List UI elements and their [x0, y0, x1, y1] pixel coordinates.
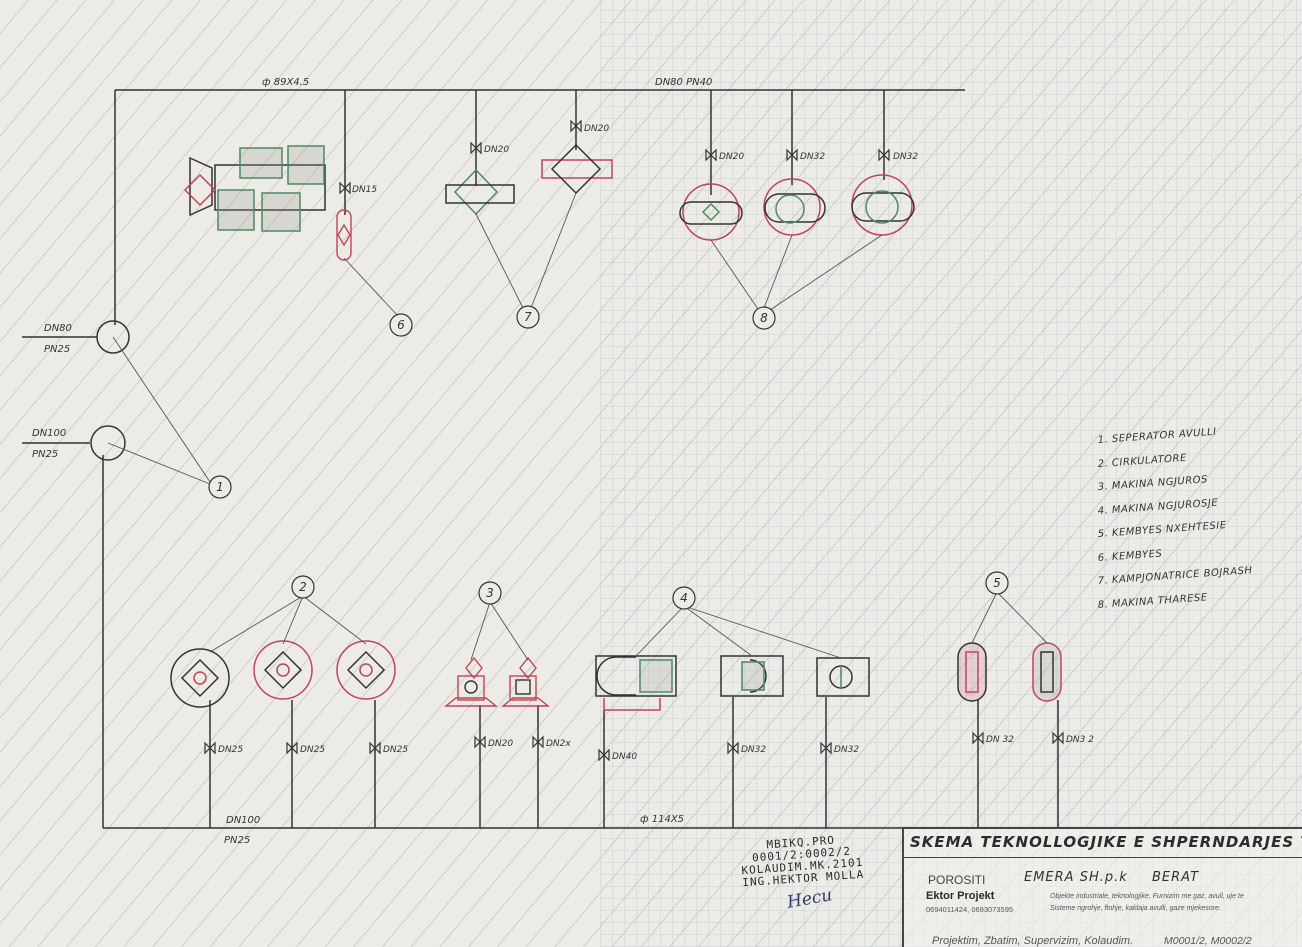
dyeing-machine-3b	[501, 656, 550, 707]
circulator-2	[253, 640, 313, 700]
dryer-8c	[851, 174, 915, 236]
valve-group-top	[339, 119, 890, 195]
valve-icon	[470, 141, 482, 155]
valve-label: DN15	[352, 185, 377, 195]
valve-icon	[878, 148, 890, 162]
callout-1	[208, 475, 232, 499]
callout-5	[985, 571, 1009, 595]
callout-8	[752, 306, 776, 330]
callout-label: 8	[760, 311, 768, 325]
washing-machine-4b	[720, 655, 784, 697]
valve-label: DN25	[218, 745, 243, 755]
callout-2	[291, 575, 315, 599]
valve-label: DN40	[612, 752, 637, 762]
client-label: POROSITI	[928, 873, 986, 887]
dyeing-machine-3a	[444, 656, 498, 707]
callout-7	[516, 305, 540, 329]
valve-group-bottom	[204, 731, 1064, 762]
valve-icon	[369, 741, 381, 755]
inlet-1-dn: DN80	[44, 323, 72, 334]
callout-label: 2	[299, 580, 307, 594]
valve-label: DN25	[383, 745, 408, 755]
company-description-2: Sisteme ngrohje, ftohje, kaldaja avulli,…	[1050, 905, 1221, 912]
services-text: Projektim, Zbatim, Supervizim, Kolaudim.	[932, 935, 1134, 947]
company-description-1: Objekte industriale, teknologjike, Furni…	[1050, 893, 1244, 900]
dyeing-sampler-7b	[541, 143, 613, 195]
valve-icon	[532, 735, 544, 749]
bottom-pipe-pn: PN25	[224, 835, 250, 846]
callout-4	[672, 586, 696, 610]
bottom-pipe-diameter: ф 114X5	[640, 814, 684, 825]
callout-label: 5	[993, 576, 1001, 590]
circulator-1	[170, 648, 230, 708]
valve-label: DN25	[300, 745, 325, 755]
callout-labels: 1 2 3 4 5 6 7 8	[216, 310, 1001, 605]
header-diameter-label: ф 89Х4.5	[262, 77, 309, 88]
valve-label: DN2x	[546, 739, 571, 749]
callout-label: 4	[680, 591, 688, 605]
dyeing-sampler-7a	[445, 168, 515, 216]
valve-icon	[286, 741, 298, 755]
heat-exchanger-5a	[957, 642, 987, 702]
graph-paper-grid	[600, 0, 1302, 947]
callouts	[208, 305, 1009, 610]
callout-label: 1	[216, 480, 224, 494]
valve-icon	[339, 181, 351, 195]
valve-label: DN32	[893, 152, 918, 162]
valve-icon	[727, 741, 739, 755]
circulator-3	[336, 640, 396, 700]
valve-icon	[474, 735, 486, 749]
inlet-2-dn: DN100	[32, 428, 66, 439]
inlet-1-pn: PN25	[44, 344, 70, 355]
drawing-codes: M0001/2, M0002/2	[1164, 935, 1252, 947]
separator-2	[90, 425, 126, 461]
callout-3	[478, 581, 502, 605]
dryer-8b	[763, 178, 826, 236]
client-city: BERAT	[1152, 870, 1200, 885]
drawing-title: SKEMA TEKNOLLOGJIKE E SHPERNDARJES TE AV	[910, 833, 1302, 851]
bottom-pipe-dn: DN100	[226, 815, 260, 826]
valve-label: DN20	[484, 145, 509, 155]
callout-label: 7	[524, 310, 532, 324]
callout-label: 6	[397, 318, 405, 332]
inlet-2-pn: PN25	[32, 449, 58, 460]
valve-label: DN20	[584, 124, 609, 134]
washing-machine-unit	[183, 145, 326, 232]
valve-icon	[972, 731, 984, 745]
valve-icon	[1052, 731, 1064, 745]
heat-exchanger-5b	[1032, 642, 1062, 702]
valve-label: DN32	[834, 745, 859, 755]
title-divider	[904, 857, 1302, 858]
valve-icon	[786, 148, 798, 162]
valve-icon	[705, 148, 717, 162]
valve-icon	[204, 741, 216, 755]
valve-label: DN 32	[986, 735, 1014, 745]
callout-6	[389, 313, 413, 337]
title-block: SKEMA TEKNOLLOGJIKE E SHPERNDARJES TE AV…	[902, 827, 1302, 947]
valve-icon	[570, 119, 582, 133]
valve-icon	[820, 741, 832, 755]
separator-1	[96, 320, 130, 354]
valve-icon	[598, 748, 610, 762]
valve-label: DN32	[800, 152, 825, 162]
valve-label: DN3 2	[1066, 735, 1094, 745]
valve-label: DN20	[488, 739, 513, 749]
client-name: EMERA SH.p.k	[1024, 870, 1128, 885]
company-phones: 0694011424, 0693073595	[926, 905, 1014, 914]
company-name: Ektor Projekt	[926, 890, 995, 902]
valve-label: DN20	[719, 152, 744, 162]
valve-label: DN32	[741, 745, 766, 755]
leader-lines	[107, 192, 1048, 661]
header-pressure-label: DN80 PN40	[655, 77, 712, 88]
callout-label: 3	[486, 586, 494, 600]
equipment-legend: 1. SEPERATOR AVULLI 2. CIRKULATORE 3. MA…	[1097, 427, 1298, 616]
washing-machine-4c	[816, 657, 870, 697]
heat-exchanger-6	[336, 209, 352, 261]
washing-machine-4a	[595, 655, 677, 711]
